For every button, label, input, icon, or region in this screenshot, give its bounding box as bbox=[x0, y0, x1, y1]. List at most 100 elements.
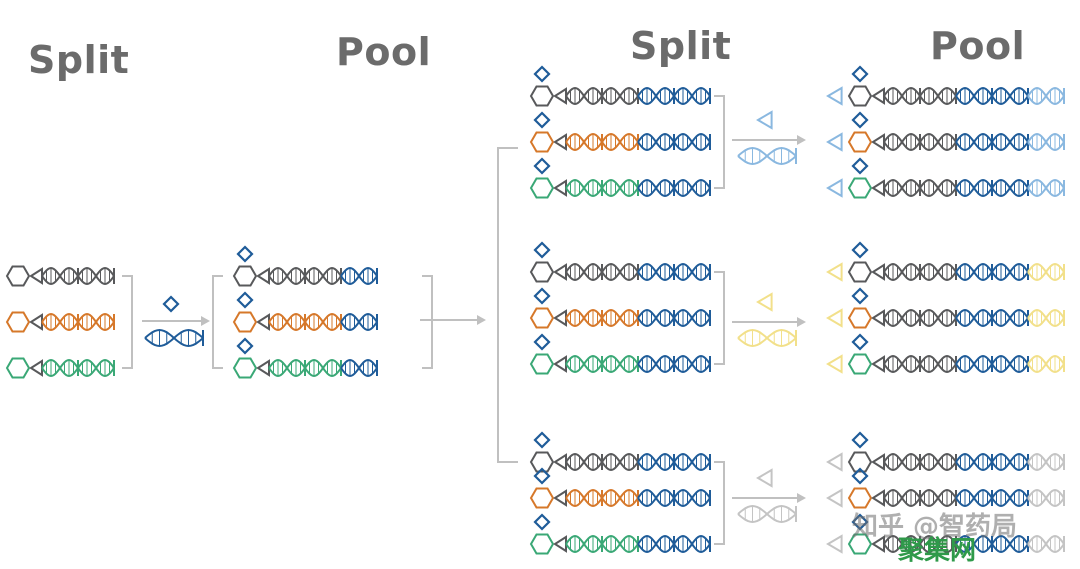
dna-segment bbox=[883, 308, 921, 328]
dna-segment bbox=[673, 488, 711, 508]
diamond-building-block bbox=[851, 157, 869, 175]
dna-strand bbox=[955, 354, 993, 374]
hexagon-building-block bbox=[5, 311, 31, 333]
dna-segment bbox=[565, 86, 603, 106]
hexagon-building-block bbox=[847, 533, 873, 555]
triangle-building-block bbox=[826, 488, 843, 508]
dna-segment bbox=[955, 132, 993, 152]
compound-row bbox=[826, 65, 1065, 107]
reagent-diamond-dna bbox=[144, 295, 204, 348]
diamond-building-block bbox=[533, 467, 551, 485]
diamond-building-block bbox=[533, 431, 551, 449]
dna-segment bbox=[565, 488, 603, 508]
hexagon-building-block bbox=[847, 451, 873, 473]
dna-segment bbox=[601, 354, 639, 374]
compound-row bbox=[232, 291, 378, 333]
dna-segment bbox=[955, 452, 993, 472]
triangle-building-block bbox=[826, 308, 843, 328]
triangle-building-block bbox=[826, 262, 843, 282]
dna-strand bbox=[304, 358, 342, 378]
compound-row bbox=[5, 265, 115, 287]
compound-row bbox=[826, 287, 1065, 329]
compound-row bbox=[529, 157, 711, 199]
dna-strand bbox=[268, 358, 306, 378]
dna-strand bbox=[673, 354, 711, 374]
dna-strand bbox=[144, 328, 204, 348]
dna-segment bbox=[601, 534, 639, 554]
dna-strand bbox=[637, 308, 675, 328]
compound-row bbox=[529, 333, 711, 375]
dna-segment bbox=[1027, 132, 1065, 152]
dna-segment bbox=[883, 262, 921, 282]
linker bbox=[29, 267, 43, 285]
dna-segment bbox=[637, 178, 675, 198]
hexagon-building-block bbox=[529, 177, 555, 199]
dna-segment bbox=[919, 262, 957, 282]
dna-strand bbox=[565, 354, 603, 374]
dna-strand bbox=[601, 488, 639, 508]
dna-strand bbox=[637, 488, 675, 508]
dna-strand bbox=[673, 178, 711, 198]
dna-segment bbox=[304, 266, 342, 286]
dna-strand bbox=[601, 354, 639, 374]
arrow-to-pool-1-head bbox=[201, 316, 210, 326]
dna-strand bbox=[955, 534, 993, 554]
bracket-left bbox=[212, 275, 223, 369]
dna-segment bbox=[919, 132, 957, 152]
dna-segment bbox=[304, 358, 342, 378]
compound-row bbox=[232, 245, 378, 287]
hexagon-building-block bbox=[847, 131, 873, 153]
dna-strand bbox=[991, 132, 1029, 152]
dna-strand bbox=[637, 86, 675, 106]
diamond-building-block bbox=[533, 65, 551, 83]
compound-row bbox=[826, 431, 1065, 473]
triangle-building-block bbox=[826, 354, 843, 374]
dna-strand bbox=[1027, 262, 1065, 282]
dna-strand bbox=[565, 178, 603, 198]
dna-strand bbox=[41, 312, 79, 332]
hexagon-building-block bbox=[529, 353, 555, 375]
dna-strand bbox=[77, 266, 115, 286]
dna-strand bbox=[1027, 132, 1065, 152]
linker bbox=[256, 313, 270, 331]
dna-strand bbox=[637, 132, 675, 152]
dna-strand bbox=[565, 262, 603, 282]
dna-strand bbox=[955, 308, 993, 328]
linker bbox=[553, 133, 567, 151]
dna-segment bbox=[637, 488, 675, 508]
hexagon-building-block bbox=[847, 353, 873, 375]
dna-strand bbox=[883, 488, 921, 508]
hexagon-building-block bbox=[232, 265, 258, 287]
dna-segment bbox=[601, 178, 639, 198]
dna-segment bbox=[919, 452, 957, 472]
dna-strand bbox=[637, 178, 675, 198]
dna-segment bbox=[1027, 452, 1065, 472]
dna-strand bbox=[919, 308, 957, 328]
linker bbox=[256, 267, 270, 285]
dna-strand bbox=[737, 146, 797, 166]
hexagon-building-block bbox=[529, 307, 555, 329]
dna-segment bbox=[41, 358, 79, 378]
compound-row bbox=[529, 431, 711, 473]
dna-segment bbox=[601, 488, 639, 508]
dna-segment bbox=[737, 328, 797, 348]
dna-segment bbox=[565, 452, 603, 472]
dna-segment bbox=[637, 452, 675, 472]
dna-segment bbox=[144, 328, 204, 348]
dna-segment bbox=[883, 132, 921, 152]
dna-strand bbox=[991, 178, 1029, 198]
dna-strand bbox=[955, 86, 993, 106]
dna-strand bbox=[919, 86, 957, 106]
dna-strand bbox=[601, 86, 639, 106]
dna-segment bbox=[637, 308, 675, 328]
dna-segment bbox=[601, 262, 639, 282]
dna-strand bbox=[991, 308, 1029, 328]
dna-segment bbox=[673, 452, 711, 472]
dna-segment bbox=[340, 358, 378, 378]
dna-strand bbox=[919, 132, 957, 152]
bracket-right bbox=[122, 275, 133, 369]
dna-segment bbox=[955, 86, 993, 106]
dna-strand bbox=[601, 132, 639, 152]
dna-segment bbox=[601, 452, 639, 472]
